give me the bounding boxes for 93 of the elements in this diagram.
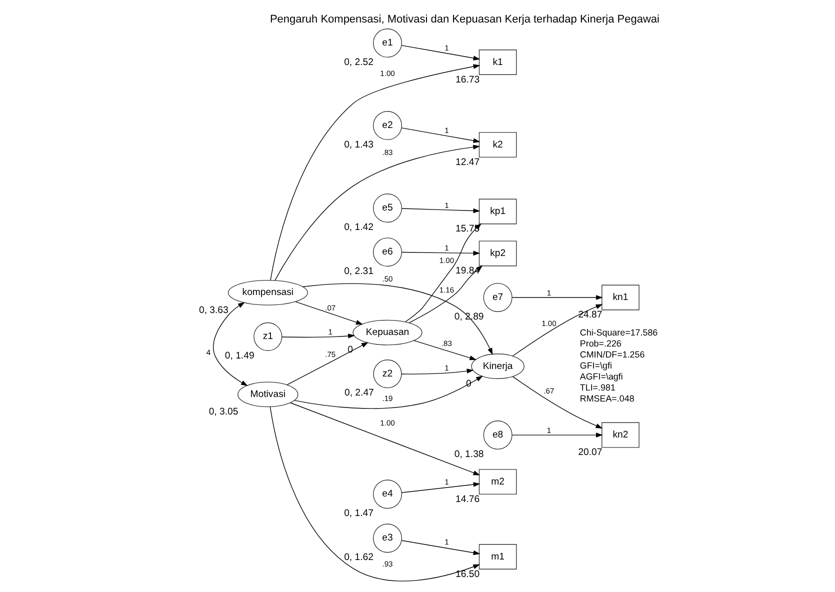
edge-label: 1.16 xyxy=(438,286,454,295)
edge-label: .07 xyxy=(324,303,336,312)
node-box: kp1 xyxy=(478,198,516,224)
node-box: k1 xyxy=(478,50,516,75)
node-circle: z2 xyxy=(372,360,402,388)
node-box: kn2 xyxy=(601,422,639,448)
node-box: k2 xyxy=(478,132,516,158)
arrow xyxy=(400,368,474,374)
node-label: 0, 1.47 xyxy=(344,508,373,520)
label: GFI=\gfi xyxy=(579,360,612,371)
arrow xyxy=(212,302,248,386)
node-label: 24.87 xyxy=(578,310,602,321)
arrow xyxy=(289,402,480,476)
node-label: 14.76 xyxy=(455,494,480,505)
arrow xyxy=(274,144,480,281)
node-circle: e4 xyxy=(372,480,402,509)
edge-label: 1 xyxy=(546,426,551,435)
node-label: 0, 1.62 xyxy=(344,552,373,564)
arrow xyxy=(413,340,476,360)
node-label: 0, 1.38 xyxy=(454,449,484,460)
node-box: m1 xyxy=(478,544,516,570)
edge-label: 1 xyxy=(546,288,551,298)
label: Prob=.226 xyxy=(579,338,621,349)
arrow xyxy=(302,283,492,355)
node-circle: e7 xyxy=(482,282,512,312)
node-box: kp2 xyxy=(478,240,516,266)
node-label: 12.47 xyxy=(455,156,480,168)
edge-label: .93 xyxy=(382,559,392,568)
node-box: kn1 xyxy=(601,284,639,310)
node-label: 0, 1.43 xyxy=(344,140,373,151)
arrow xyxy=(401,250,480,256)
node-label: 0, 1.42 xyxy=(344,222,373,234)
arrow xyxy=(511,295,602,300)
label: Chi-Square=17.586 xyxy=(579,328,658,338)
node-label: 0, 2.47 xyxy=(344,387,374,398)
edge-label: 1.00 xyxy=(541,319,556,328)
node-circle: e6 xyxy=(372,238,402,267)
edge-label: 1 xyxy=(444,363,448,372)
arrow xyxy=(269,406,480,582)
edge-label: 1.00 xyxy=(380,418,394,428)
node-box: m2 xyxy=(478,469,516,495)
node-circle: e5 xyxy=(372,194,402,223)
arrow xyxy=(281,334,355,338)
edge-label: 1 xyxy=(444,43,448,52)
node-ellipse: Kinerja xyxy=(470,354,524,379)
edge-label: .67 xyxy=(543,386,554,396)
arrow xyxy=(512,376,602,428)
edge-label: .50 xyxy=(382,274,392,284)
edge-label: .75 xyxy=(324,350,336,360)
edge-label: 1.00 xyxy=(438,256,454,265)
arrow xyxy=(400,128,480,143)
arrow xyxy=(400,540,480,556)
edge-label: 1 xyxy=(444,244,448,253)
node-label: 0, 2.52 xyxy=(344,57,373,68)
arrow xyxy=(408,265,482,324)
edge-label: 1 xyxy=(444,126,448,135)
arrow xyxy=(404,223,482,322)
node-label: 0, 1.49 xyxy=(224,350,254,362)
edge-label: .83 xyxy=(440,339,452,348)
node-label: 20.07 xyxy=(578,447,602,458)
node-label: 16.50 xyxy=(455,568,480,580)
node-label: 0, 3.05 xyxy=(208,406,238,418)
node-circle: e1 xyxy=(372,28,402,58)
arrow xyxy=(286,342,368,386)
edge-label: 1.00 xyxy=(380,68,394,78)
label: RMSEA=.048 xyxy=(579,394,634,404)
arrow xyxy=(401,208,480,214)
edge-label: .83 xyxy=(382,148,392,157)
node-ellipse: kompensasi xyxy=(227,280,308,306)
node-label: 0, 3.63 xyxy=(198,304,228,316)
edge-label: 1 xyxy=(444,200,448,210)
node-label: 16.73 xyxy=(455,74,480,86)
arrow xyxy=(294,301,362,325)
arrow xyxy=(512,304,602,356)
arrow xyxy=(400,45,480,60)
arrow xyxy=(511,432,602,438)
node-label: 0, 2.31 xyxy=(344,266,373,278)
label: CMIN/DF=1.256 xyxy=(579,350,644,360)
node-circle: e2 xyxy=(372,111,402,140)
label: AGFI=\agfi xyxy=(579,372,622,382)
arrow xyxy=(400,482,480,493)
node-circle: e3 xyxy=(372,524,402,553)
edge-label: 1 xyxy=(444,537,448,546)
node-circle: e8 xyxy=(482,420,512,450)
edge-label: 1 xyxy=(328,327,332,336)
node-circle: z1 xyxy=(253,322,282,351)
arrow xyxy=(270,64,480,280)
edge-label: 1 xyxy=(444,477,448,486)
label: TLI=.981 xyxy=(579,382,615,393)
diagram-title: Pengaruh Kompensasi, Motivasi dan Kepuasan Kerja terhadap Kinerja Pegawai xyxy=(269,13,659,26)
edge-label: .19 xyxy=(382,394,392,404)
edge-label: 4 xyxy=(206,348,210,358)
arrow xyxy=(294,376,482,409)
